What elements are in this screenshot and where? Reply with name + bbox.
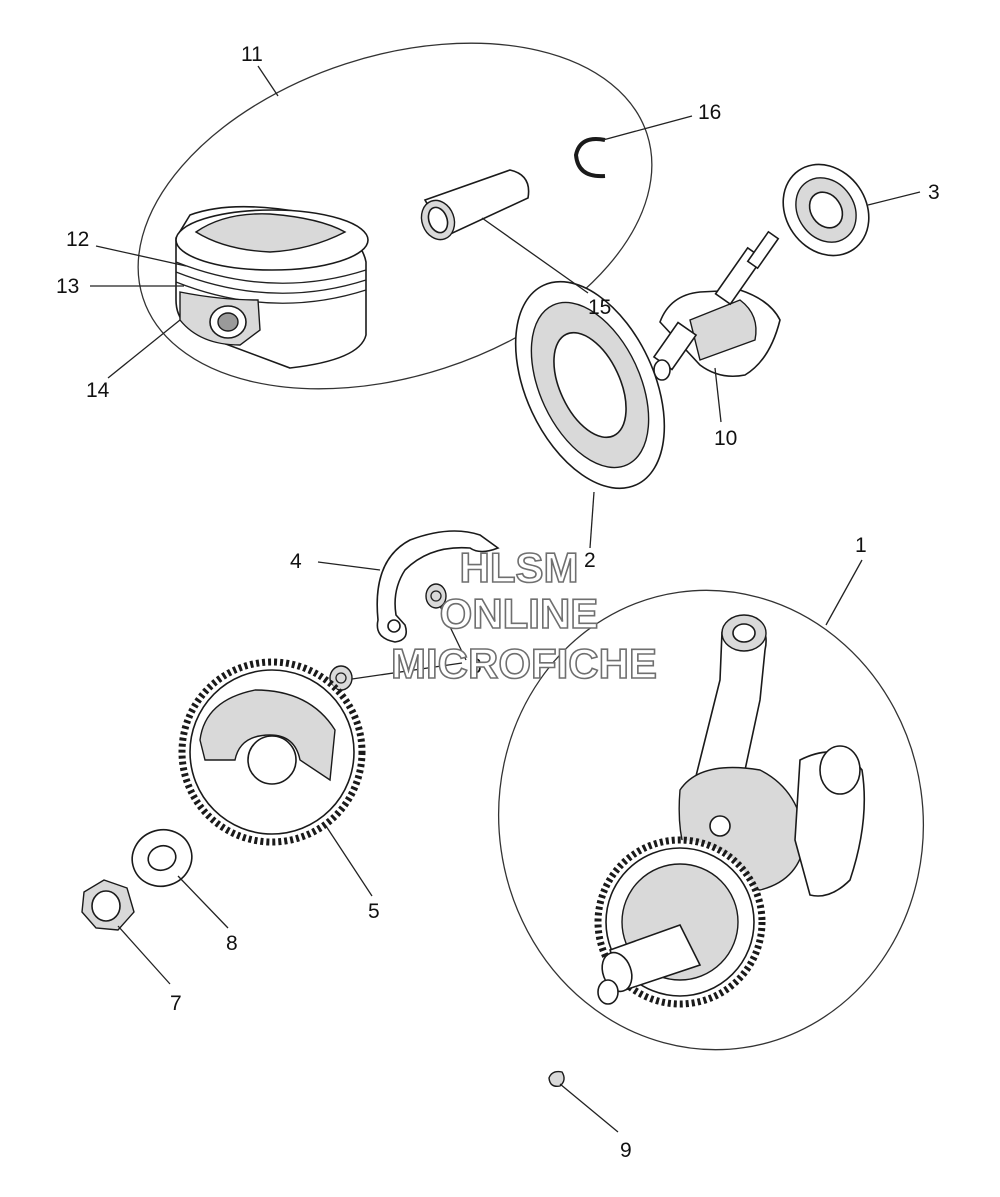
- callout-1: 1: [855, 534, 867, 557]
- callout-16: 16: [698, 101, 721, 124]
- callout-3: 3: [928, 181, 940, 204]
- piston-kit-group: [137, 42, 653, 390]
- callout-5: 5: [368, 900, 380, 923]
- watermark-line-2: ONLINE: [440, 590, 599, 637]
- callout-6: 6: [470, 655, 482, 678]
- piston: [175, 205, 369, 369]
- leader-lines: [90, 65, 921, 1133]
- washer: [131, 828, 193, 888]
- callout-labels: 1 2 3 4 5 6 7 8 9 10 11 12 13 14 15 16: [56, 43, 940, 1162]
- callout-12: 12: [66, 228, 89, 251]
- watermark-line-3: MICROFICHE: [391, 640, 657, 687]
- callout-8: 8: [226, 932, 238, 955]
- callout-4: 4: [290, 550, 302, 573]
- balance-shaft: [652, 230, 781, 381]
- callout-11: 11: [241, 43, 263, 66]
- piston-pin: [420, 169, 530, 241]
- retaining-plate: [376, 530, 500, 643]
- woodruff-key: [548, 1070, 565, 1088]
- callout-10: 10: [714, 427, 737, 450]
- callout-7: 7: [170, 992, 182, 1015]
- main-bearing: [514, 280, 666, 490]
- piston-pin-circlip: [573, 137, 606, 179]
- crankshaft-group: [497, 589, 925, 1051]
- crankshaft-boundary: [497, 589, 925, 1051]
- callout-2: 2: [584, 549, 596, 572]
- callout-14: 14: [86, 379, 110, 402]
- hex-nut: [81, 879, 135, 931]
- callout-13: 13: [56, 275, 79, 298]
- small-bearing: [782, 163, 870, 257]
- drive-gear: [178, 658, 366, 846]
- callout-9: 9: [620, 1139, 632, 1162]
- callout-15: 15: [588, 296, 611, 319]
- piston-kit-boundary: [137, 42, 653, 390]
- torx-screw-lower: [329, 665, 353, 691]
- watermark: HLSM ONLINE MICROFICHE: [390, 543, 658, 688]
- watermark-line-1: HLSM: [460, 544, 579, 591]
- torx-screw-upper: [425, 583, 447, 609]
